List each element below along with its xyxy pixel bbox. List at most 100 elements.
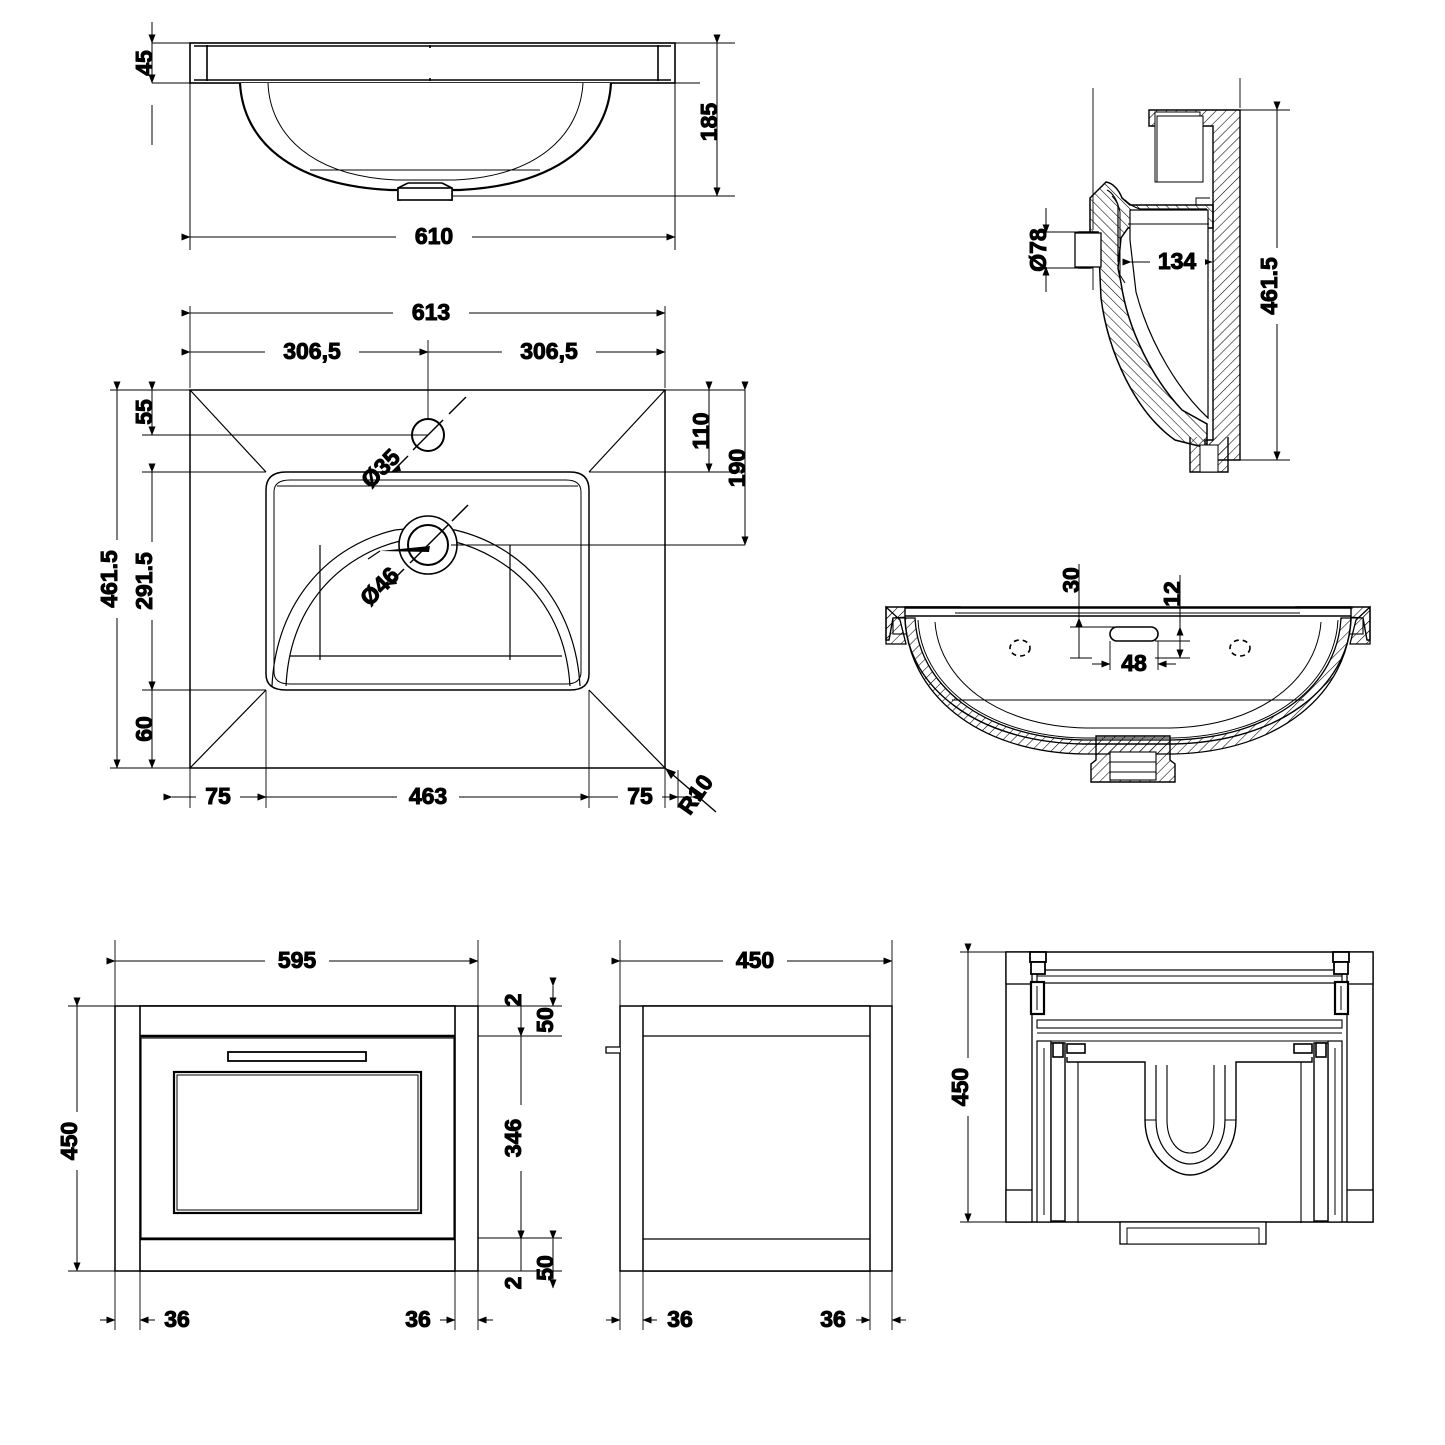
dim-36-front-right-label: 36	[405, 1306, 431, 1332]
dim-291-5: 291.5	[131, 463, 165, 691]
dim-110: 110	[688, 381, 715, 473]
plan-extension-lines	[110, 306, 745, 808]
dim-134-label: 134	[1158, 248, 1197, 274]
basin-waste-spigot	[397, 182, 453, 201]
side-section-outlet	[1189, 437, 1229, 473]
dim-185: 185	[696, 34, 723, 197]
dim-450-front-label: 450	[56, 1122, 82, 1160]
cabinet-plan-runner-bracket-left	[1029, 951, 1047, 1016]
dim-185-label: 185	[696, 103, 722, 142]
dim-610: 610	[181, 223, 676, 250]
dim-450-front: 450	[56, 997, 90, 1272]
cabinet-drawer-panel	[172, 1070, 423, 1215]
dim-12-label: 12	[1159, 581, 1185, 607]
cabinet-plan-trap-cutout	[1066, 1057, 1313, 1223]
cabinet-plan-runner-bracket-right	[1332, 951, 1350, 1016]
dim-50-bottom: 50	[532, 1230, 559, 1289]
dim-30: 30	[1058, 564, 1115, 659]
cross-section-tap-holes	[1009, 639, 1251, 657]
dim-75-right-label: 75	[627, 783, 653, 809]
cabinet-plan-drawer-box	[1036, 1019, 1343, 1223]
cabinet-plan-drawer-runners	[1050, 1042, 1329, 1222]
dim-306-5-right-label: 306,5	[520, 338, 578, 364]
dim-306-5-left-label: 306,5	[283, 338, 341, 364]
dim-463: 463	[257, 783, 590, 810]
cabinet-plan-drawer-view: 450	[947, 943, 1374, 1245]
dim-610-label: 610	[415, 223, 453, 249]
dim-463-label: 463	[409, 783, 447, 809]
dim-75-left: 75	[163, 783, 267, 810]
dim-50-top-label: 50	[532, 1007, 558, 1033]
dim-75-left-label: 75	[205, 783, 231, 809]
cross-section-top-face	[905, 607, 1351, 617]
basin-plan-view: Ø35 Ø46	[96, 299, 751, 820]
cabinet-plan-back-rail	[1036, 969, 1343, 984]
dim-346-label: 346	[500, 1119, 526, 1157]
dim-461-5-section-label: 461.5	[1256, 257, 1282, 315]
cross-section-waste-boss	[1090, 735, 1176, 783]
dim-36-front-left-label: 36	[164, 1306, 190, 1332]
cabinet-side-carcass	[619, 1005, 893, 1272]
dim-190: 190	[724, 381, 751, 546]
dim-45: 45	[131, 34, 158, 84]
cabinet-front-view: 595 450 2 50 346 50	[56, 940, 562, 1333]
dim-595-label: 595	[278, 947, 317, 973]
dim-450-plan-label: 450	[947, 1068, 973, 1106]
cabinet-plan-carcass	[1005, 951, 1374, 1223]
dim-110-label: 110	[688, 412, 714, 449]
dim-461-5-plan: 461.5	[96, 381, 130, 769]
dim-2-bottom: 2	[500, 1230, 530, 1290]
dim-36-side-left: 36	[606, 1306, 693, 1333]
cabinet-side-handle[interactable]	[605, 1046, 620, 1054]
dim-48: 48	[1092, 641, 1176, 677]
cabinet-drawer-handle[interactable]	[227, 1051, 367, 1062]
dim-36-side-right: 36	[820, 1306, 906, 1333]
dim-595: 595	[106, 947, 479, 974]
dim-75-right: 75	[580, 783, 679, 810]
dim-613: 613	[181, 299, 666, 326]
dim-48-label: 48	[1121, 650, 1147, 676]
dim-2-bottom-label: 2	[500, 1277, 526, 1290]
dim-346: 346	[500, 1027, 534, 1240]
dim-2-top-label: 2	[500, 994, 526, 1007]
dim-30-label: 30	[1058, 567, 1084, 593]
basin-cross-section-view: 30 12 48	[885, 564, 1371, 783]
dim-36-front-left: 36	[100, 1306, 190, 1333]
basin-rim-outline	[189, 42, 676, 84]
dim-45-label: 45	[131, 50, 157, 76]
dim-450-side: 450	[611, 947, 893, 974]
dim-12: 12	[1155, 575, 1190, 659]
dim-36-side-right-label: 36	[820, 1306, 846, 1332]
dim-291-5-label: 291.5	[131, 552, 157, 610]
dim-461-5-section: 461.5	[1256, 101, 1290, 461]
cross-section-overflow-slot	[1109, 626, 1159, 642]
dim-450-plan: 450	[947, 943, 981, 1223]
dim-dia-78-label: Ø78	[1025, 228, 1051, 272]
dim-461-5-plan-label: 461.5	[96, 550, 122, 608]
dim-50-top: 50	[532, 977, 559, 1033]
cabinet-side-rails	[643, 1035, 870, 1240]
dim-36-front-right: 36	[405, 1306, 493, 1333]
dim-55: 55	[131, 381, 158, 436]
dim-190-label: 190	[724, 449, 750, 487]
dim-450-side-label: 450	[736, 947, 774, 973]
waste-hole-circle	[367, 504, 469, 586]
dim-134: 134	[1122, 248, 1213, 275]
cabinet-plan-drawer-front	[1119, 1221, 1267, 1245]
basin-plan-chamfer-lines	[189, 389, 666, 769]
dim-dia-78: Ø78	[1025, 208, 1052, 292]
cabinet-side-view: 450 36 36	[605, 940, 906, 1333]
side-section-overflow-port	[1074, 232, 1102, 268]
radius-r10-leader	[664, 767, 717, 813]
basin-side-section-view: Ø78 134 461.5	[1025, 78, 1290, 473]
basin-bowl-inner-lines	[267, 82, 584, 181]
dim-613-label: 613	[412, 299, 450, 325]
dim-306-5-left: 306,5	[181, 338, 429, 365]
dim-55-label: 55	[131, 399, 157, 425]
basin-front-elevation-view: 45 185 610	[131, 22, 735, 250]
dim-306-5-right: 306,5	[419, 338, 666, 365]
basin-plan-bowl-inner	[273, 479, 582, 685]
dim-50-bottom-label: 50	[532, 1255, 558, 1281]
